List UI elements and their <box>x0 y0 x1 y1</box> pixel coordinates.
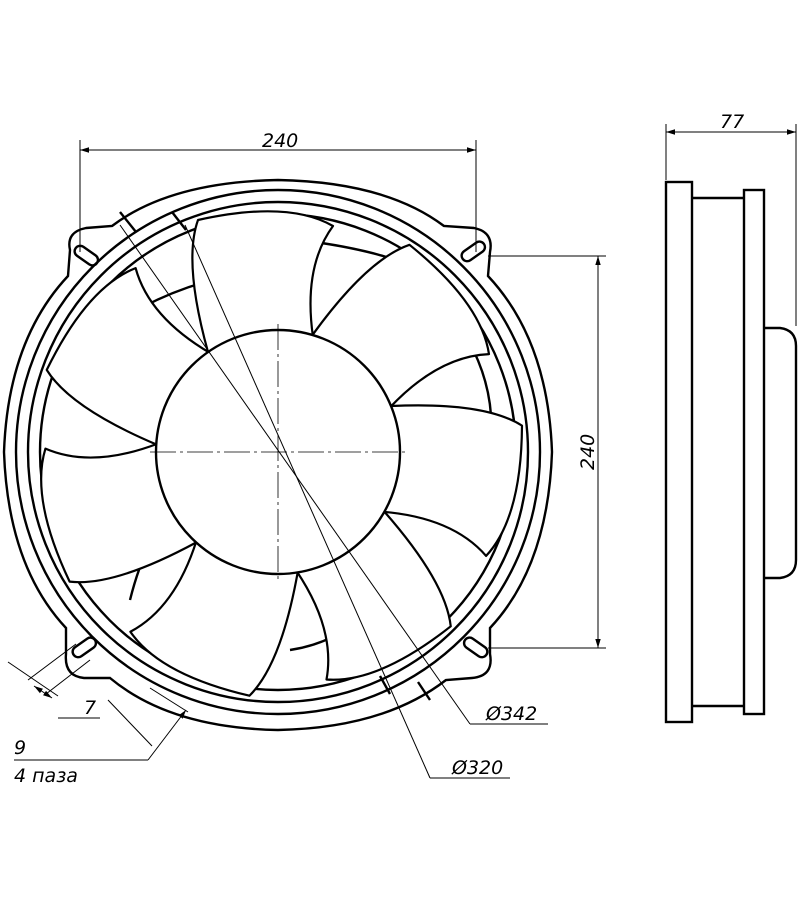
fan-blade <box>129 539 299 697</box>
side-motor-housing <box>764 326 798 580</box>
housing-outline <box>2 178 554 732</box>
dimension-front-height: 240 <box>488 255 606 649</box>
side-view <box>664 180 798 724</box>
outer-ring <box>14 188 542 716</box>
fan-blade <box>40 442 198 584</box>
dimension-diameter-outer: Ø342 <box>485 703 537 725</box>
fan-blade <box>191 210 335 354</box>
side-front-flange <box>664 180 694 724</box>
mounting-slot-top-right <box>460 240 487 263</box>
side-rear-flange <box>742 188 766 716</box>
dimension-side-depth: 77 <box>665 111 797 326</box>
fan-blades <box>40 210 524 697</box>
dimension-slot: 7 9 4 паза <box>7 643 189 787</box>
dimension-slot-count-label: 4 паза <box>14 765 78 787</box>
dimension-front-width-label: 240 <box>262 130 298 152</box>
dimension-front-height-label: 240 <box>577 434 599 470</box>
mounting-slot-bottom-right <box>462 636 489 659</box>
dimension-slot-width-label: 7 <box>84 697 96 719</box>
fan-blade <box>381 404 524 558</box>
mounting-slot-bottom-left <box>71 636 98 659</box>
inner-ring <box>26 200 530 704</box>
front-view <box>2 178 554 779</box>
dimension-diameter-342-label: Ø342 <box>485 703 537 725</box>
dimension-diameter-blade: Ø320 <box>451 757 503 779</box>
dimension-diameter-320-label: Ø320 <box>451 757 503 779</box>
mounting-slot-top-left <box>73 244 100 267</box>
dimension-side-depth-label: 77 <box>720 111 744 133</box>
leader-diameter-320 <box>184 224 431 779</box>
dimension-front-width: 240 <box>79 130 477 252</box>
dimension-slot-length-label: 9 <box>14 737 26 759</box>
